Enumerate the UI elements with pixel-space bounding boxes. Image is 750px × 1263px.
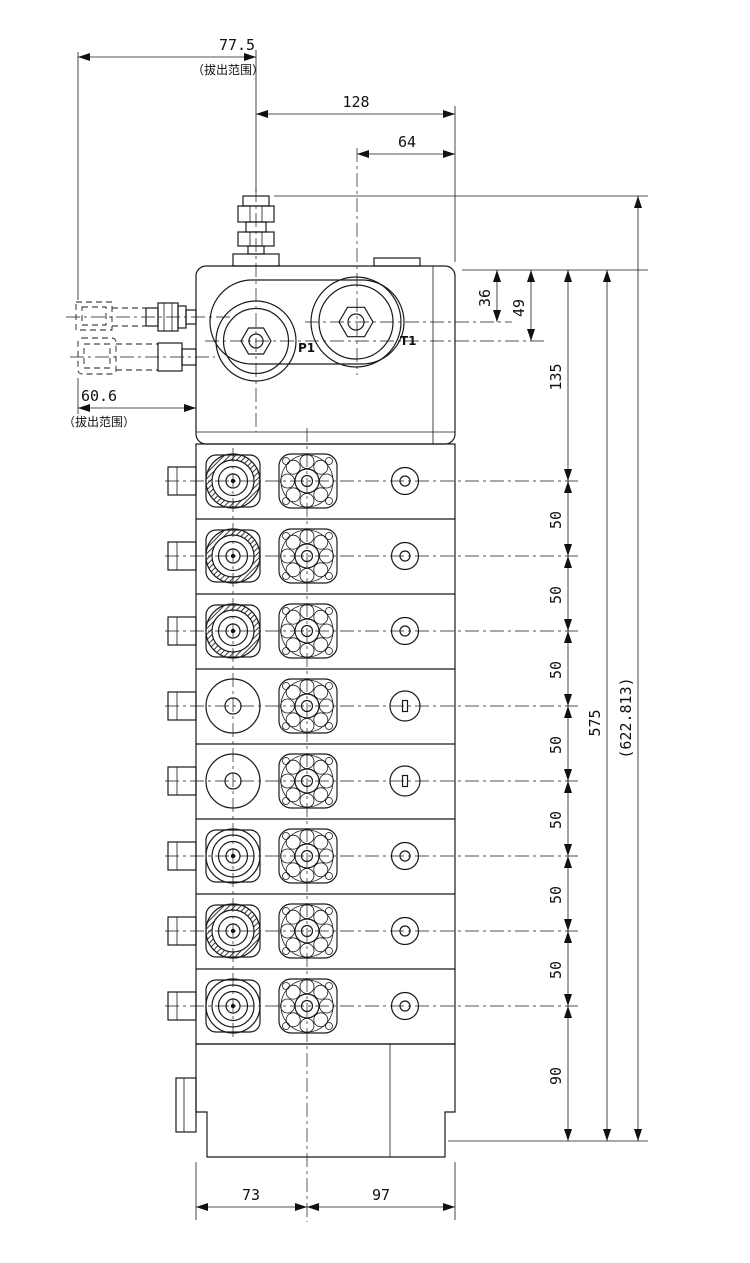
dim-36-value: 36 bbox=[476, 289, 494, 307]
end-section bbox=[175, 1043, 456, 1158]
dim-64: 64 bbox=[357, 133, 455, 158]
dim-50-3: 50 bbox=[547, 661, 565, 679]
dim-64-value: 64 bbox=[398, 133, 416, 151]
dim-73: 73 bbox=[196, 1186, 307, 1211]
dim-90: 90 bbox=[547, 1006, 572, 1141]
dim-575: 575 bbox=[586, 270, 611, 1141]
dim-total-height: (622.813) bbox=[617, 196, 642, 1141]
dim-90-value: 90 bbox=[547, 1067, 565, 1085]
dim-50-5: 50 bbox=[547, 811, 565, 829]
dim-pullout-top-note: （拔出范围） bbox=[192, 62, 264, 77]
dim-50-7: 50 bbox=[547, 961, 565, 979]
dim-49: 49 bbox=[510, 270, 535, 341]
valve-section-stack bbox=[168, 443, 456, 1045]
dim-97-value: 97 bbox=[372, 1186, 390, 1204]
dim-73-value: 73 bbox=[242, 1186, 260, 1204]
centerlines bbox=[66, 148, 578, 1222]
side-fittings bbox=[75, 301, 197, 375]
dim-pullout-top-value: 77.5 bbox=[219, 36, 255, 54]
dim-36: 36 bbox=[476, 270, 501, 322]
dim-total-value: (622.813) bbox=[617, 677, 635, 758]
dim-128: 128 bbox=[256, 93, 455, 118]
dim-49-value: 49 bbox=[510, 299, 528, 317]
dim-pullout-left-value: 60.6 bbox=[81, 387, 117, 405]
dim-section-pitch-chain: 50 50 50 50 50 50 50 bbox=[547, 481, 572, 1006]
dim-135-value: 135 bbox=[547, 363, 565, 390]
dim-575-value: 575 bbox=[586, 709, 604, 736]
dim-50-2: 50 bbox=[547, 586, 565, 604]
side-fitting-pulled-out bbox=[75, 301, 158, 375]
dim-50-6: 50 bbox=[547, 886, 565, 904]
dim-pullout-left: 60.6 （拔出范围） bbox=[63, 387, 196, 429]
inlet-section: P1 T1 bbox=[195, 257, 456, 445]
port-label-p1: P1 bbox=[298, 341, 315, 355]
dim-50-1: 50 bbox=[547, 511, 565, 529]
dim-pullout-top: 77.5 （拔出范围） bbox=[78, 36, 264, 77]
dim-128-value: 128 bbox=[342, 93, 369, 111]
dim-50-4: 50 bbox=[547, 736, 565, 754]
dim-97: 97 bbox=[307, 1186, 455, 1211]
dim-pullout-left-note: （拔出范围） bbox=[63, 414, 135, 429]
dim-135: 135 bbox=[547, 270, 572, 481]
